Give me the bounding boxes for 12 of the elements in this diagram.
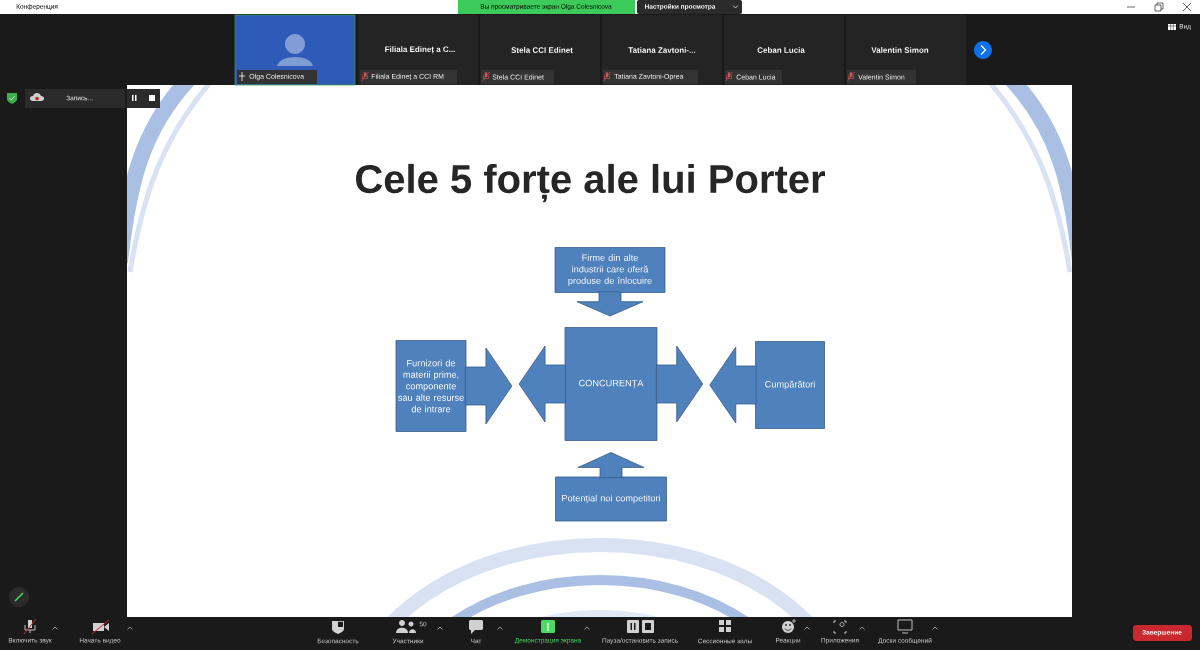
block-arrow bbox=[518, 345, 566, 423]
block-arrow bbox=[577, 452, 645, 478]
block-arrow bbox=[709, 346, 757, 424]
process-box: Furnizori de materii prime, componente sau alte resurse de intrare bbox=[395, 340, 467, 432]
block-arrow bbox=[576, 291, 644, 317]
block-arrow bbox=[465, 347, 513, 425]
process-box: CONCURENȚA bbox=[564, 327, 658, 441]
process-box: Potențial noi competitori bbox=[555, 476, 667, 522]
slide-title: Cele 5 forțe ale lui Porter bbox=[356, 163, 825, 203]
process-box: Cumpărători bbox=[755, 341, 825, 429]
process-box: Firme din alte industrii care oferă produse de înlocuire bbox=[554, 247, 666, 293]
block-arrow bbox=[656, 345, 704, 423]
